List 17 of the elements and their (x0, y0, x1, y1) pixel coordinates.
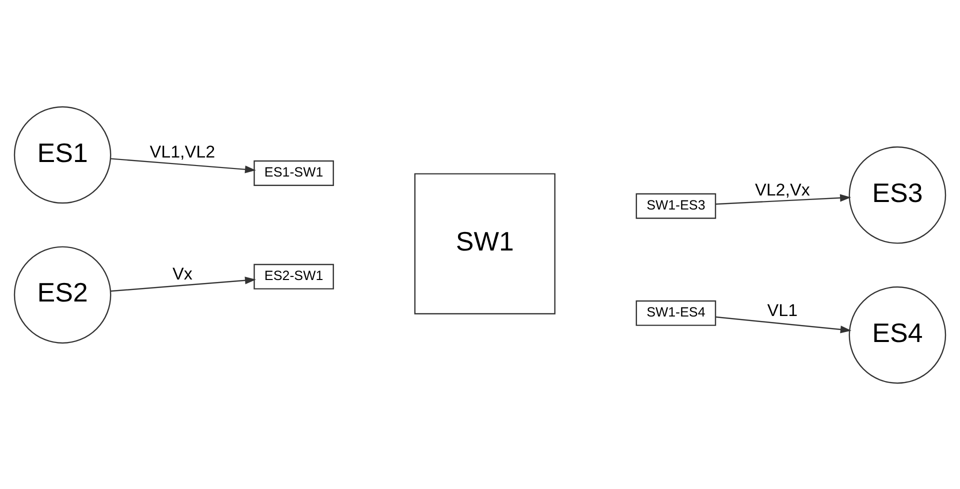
node-box: ES1-SW1 (254, 160, 334, 186)
edge-label: VL2,Vx (754, 180, 810, 199)
arrow (110, 276, 256, 292)
node-circle: ES4 (848, 286, 946, 384)
arrow (110, 158, 256, 173)
edge-label: VL1 (767, 300, 798, 320)
node-box: SW1-ES4 (636, 300, 716, 326)
arrow (716, 194, 852, 204)
node-circle: ES3 (848, 146, 946, 244)
node-circle: ES2 (14, 246, 112, 344)
arrow (716, 316, 852, 333)
edge-label: VL1,VL2 (150, 142, 216, 162)
node-box: SW1-ES3 (636, 192, 716, 218)
node-box: SW1 (414, 172, 556, 314)
edge-label: Vx (172, 264, 192, 283)
node-circle: ES1 (14, 106, 112, 204)
node-box: ES2-SW1 (254, 263, 334, 289)
